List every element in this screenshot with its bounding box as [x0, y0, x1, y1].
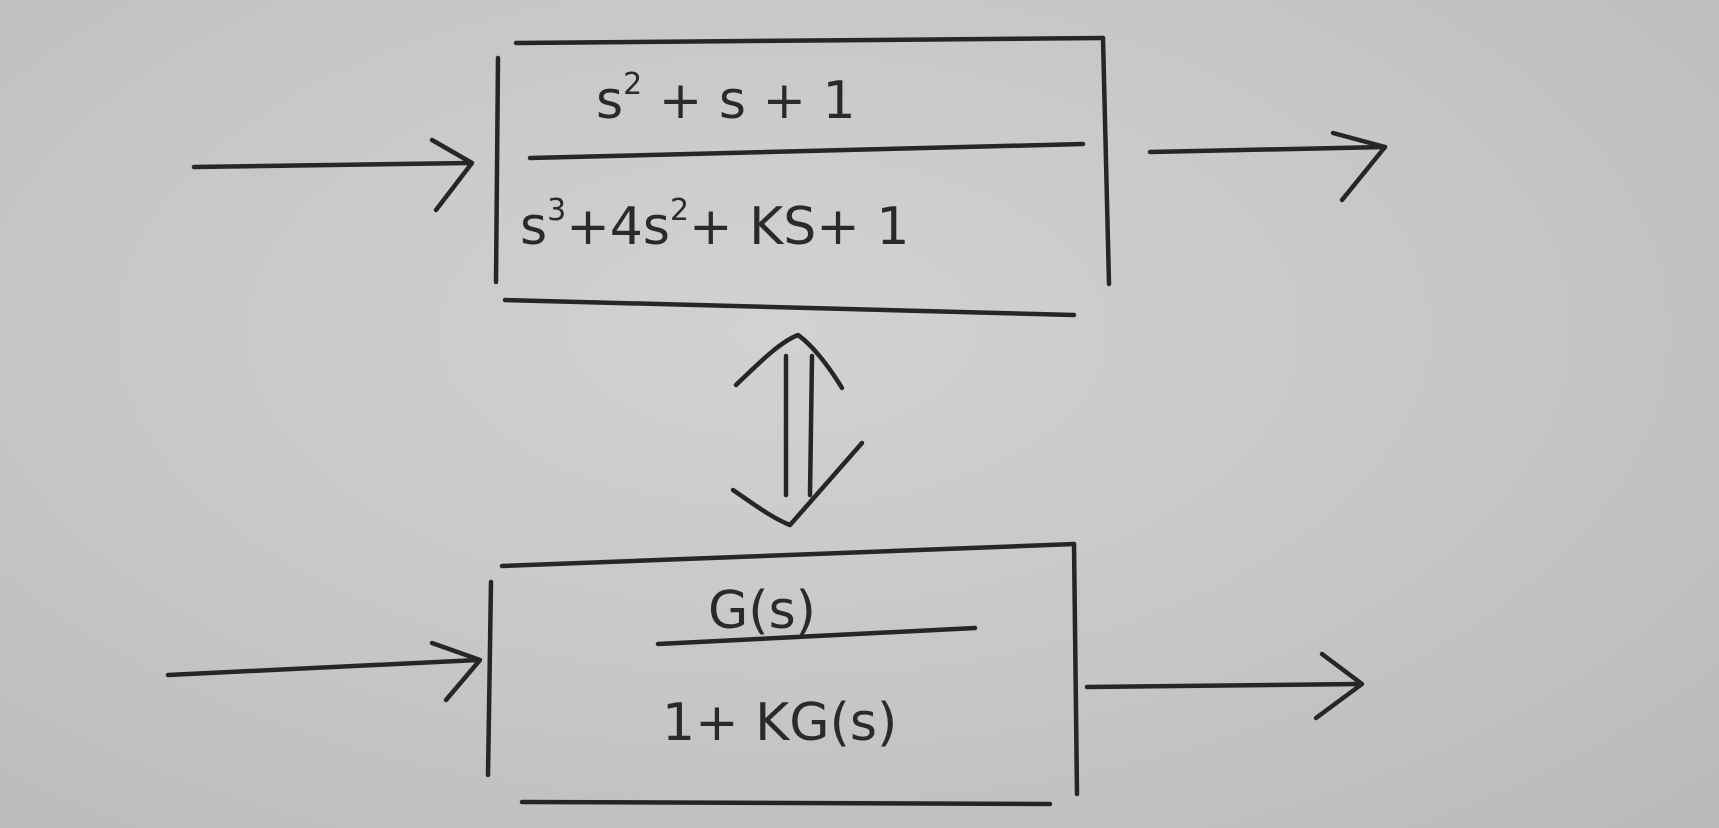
bottom-denominator: 1+ KG(s) — [662, 693, 897, 753]
top-block-left-edge — [493, 55, 501, 285]
top-input-arrow — [191, 137, 475, 213]
top-block-right-edge — [1100, 35, 1112, 287]
bottom-block-left-edge — [485, 579, 494, 778]
bottom-numerator: G(s) — [708, 581, 816, 641]
bottom-fraction-bar — [655, 625, 978, 647]
bottom-block-bottom-line — [519, 799, 1053, 807]
top-block: s2 + s + 1 s3+4s2+ KS+ 1 — [191, 35, 1388, 318]
top-fraction-bar — [527, 141, 1086, 161]
top-block-bottom-line — [502, 297, 1077, 318]
double-vertical-arrow-icon — [730, 332, 865, 528]
top-block-top-edge — [513, 35, 1106, 46]
bottom-output-arrow — [1084, 651, 1365, 721]
bottom-input-arrow — [165, 640, 483, 703]
top-denominator: s3+4s2+ KS+ 1 — [520, 193, 909, 257]
top-output-arrow — [1147, 130, 1388, 203]
top-numerator: s2 + s + 1 — [596, 67, 856, 131]
bottom-block-top-edge — [499, 541, 1077, 569]
bottom-block: G(s) 1+ KG(s) — [165, 541, 1365, 807]
bottom-block-right-edge — [1071, 541, 1080, 797]
